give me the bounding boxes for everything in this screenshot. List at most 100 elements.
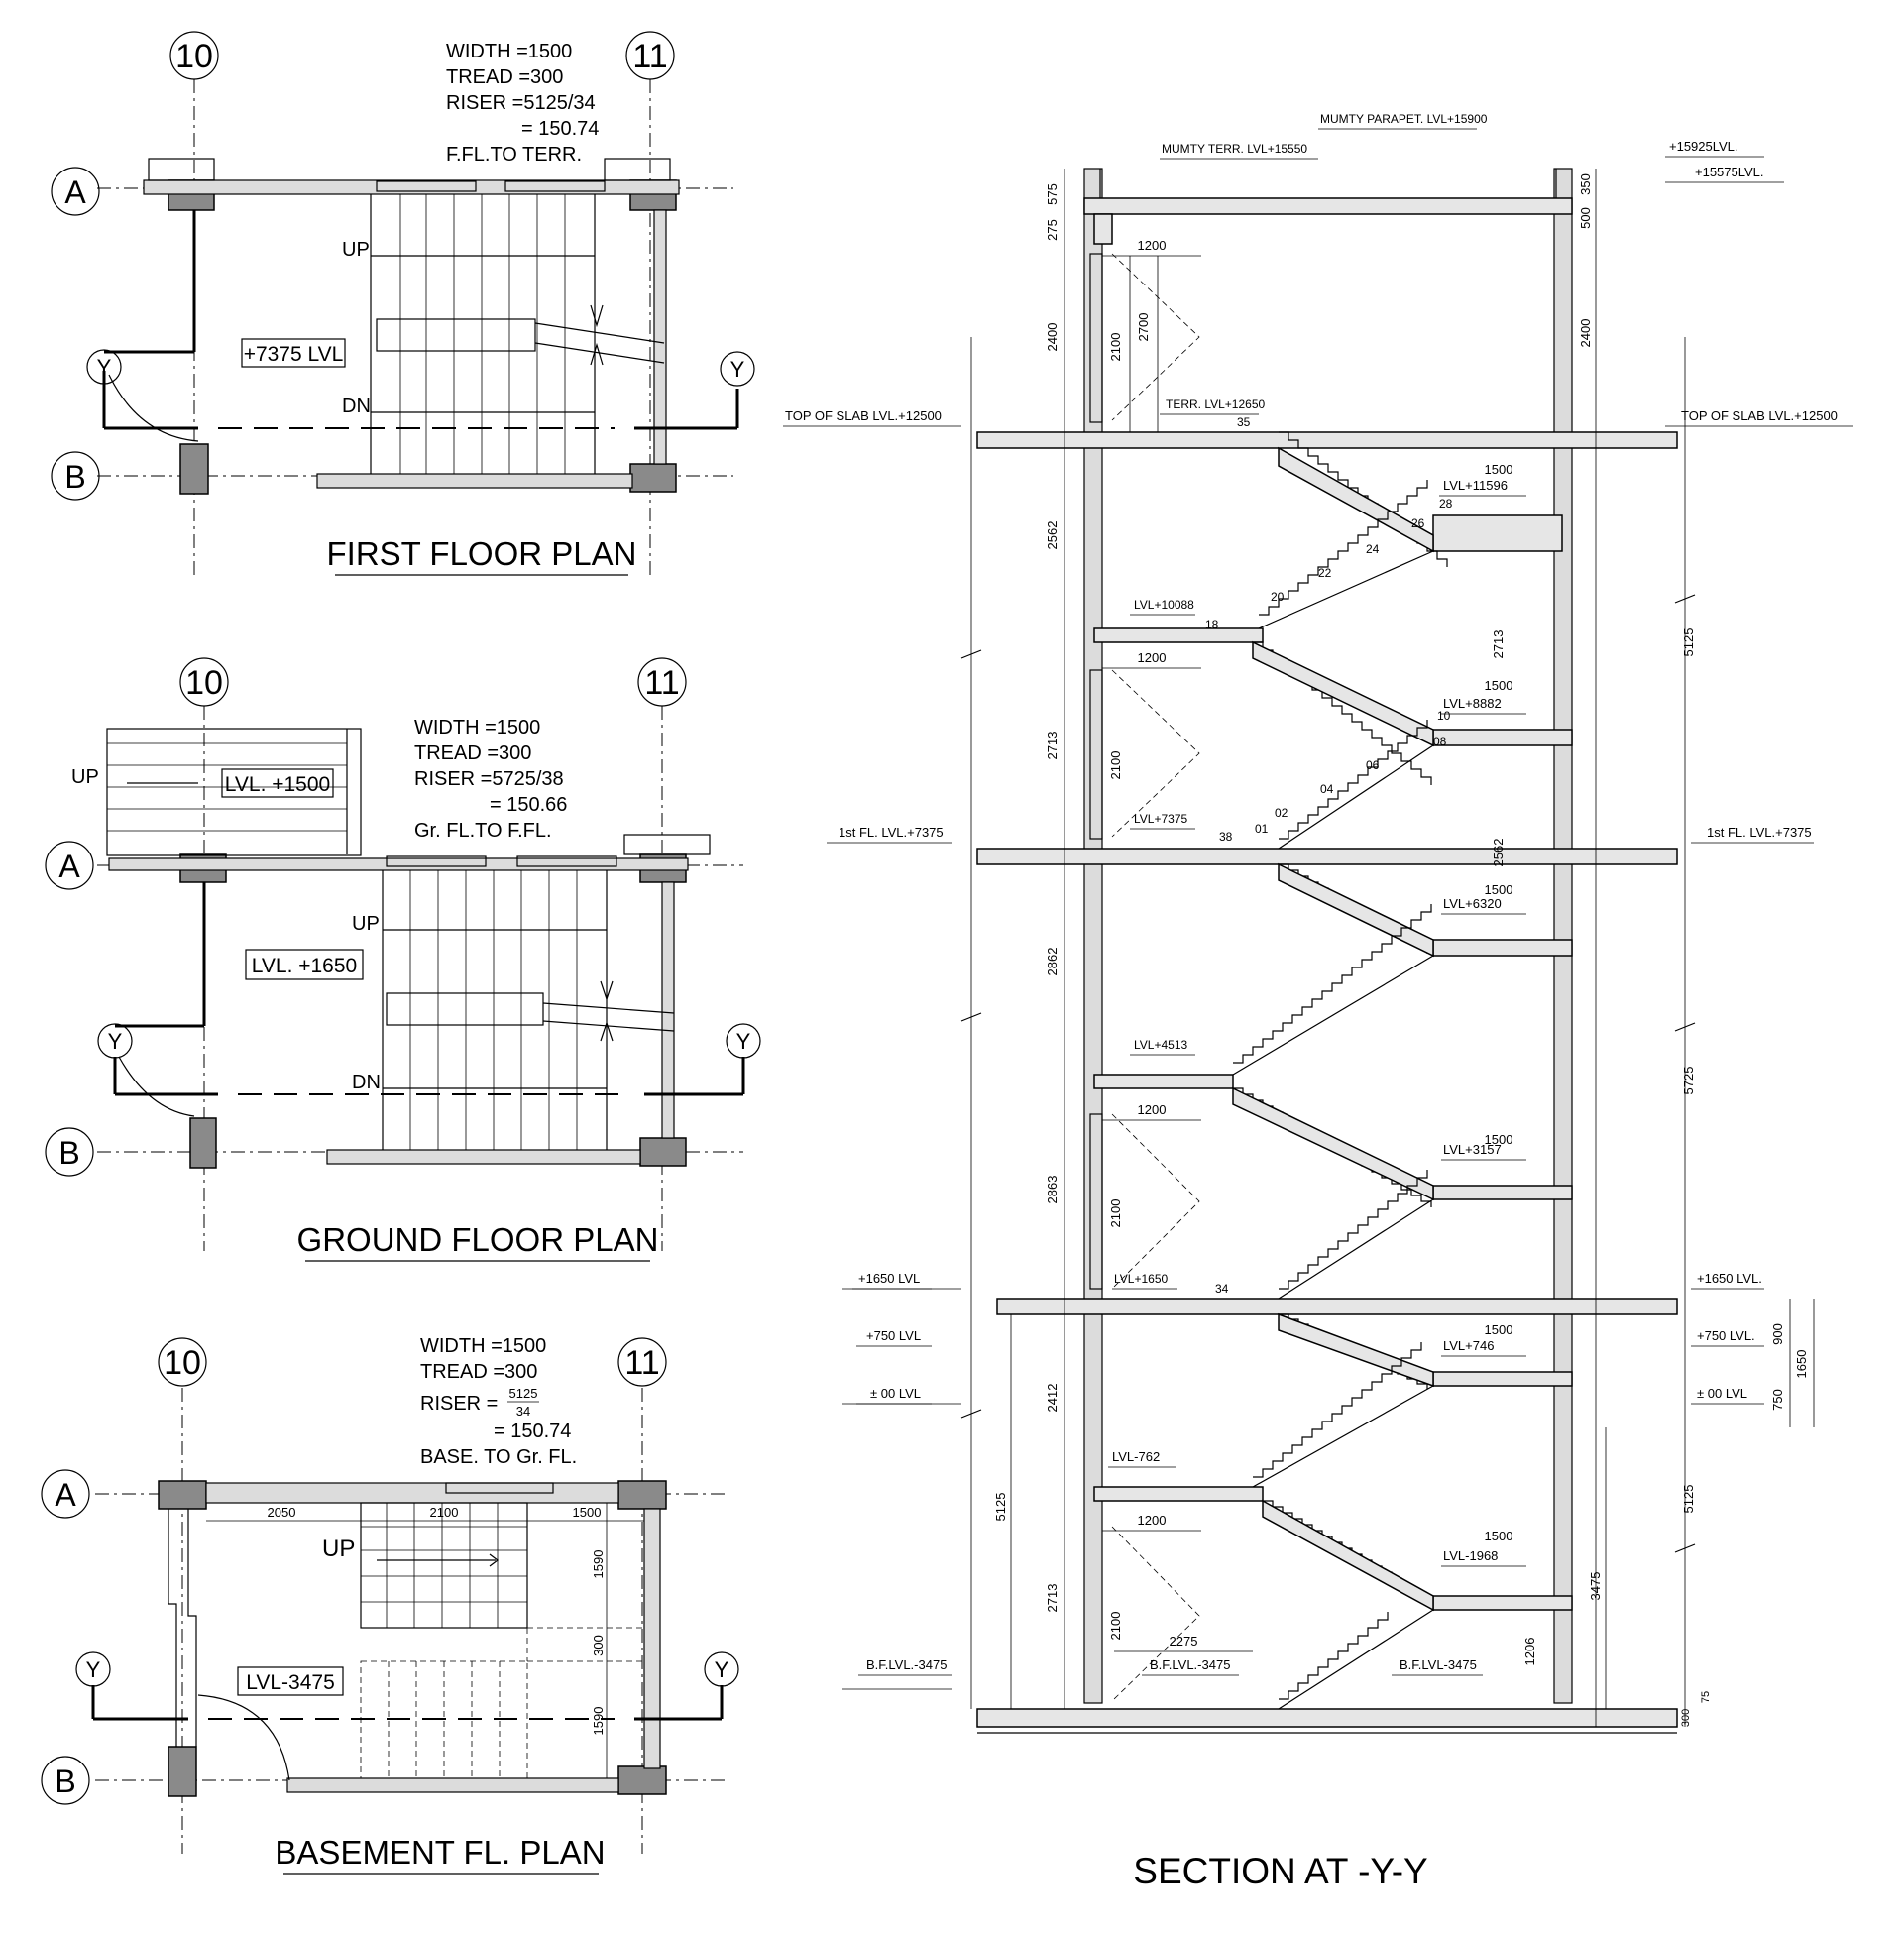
level-7375: LVL+7375 bbox=[1134, 812, 1187, 826]
note-width: WIDTH =1500 bbox=[446, 41, 572, 62]
dim-text: 1590 bbox=[591, 1550, 606, 1579]
floor-slab bbox=[976, 848, 1678, 865]
dim-inner: 2100 bbox=[1108, 333, 1123, 362]
dim-left: 2713 bbox=[1045, 1584, 1060, 1613]
dim-right: 5125 bbox=[1681, 628, 1696, 657]
column bbox=[617, 1765, 667, 1795]
dim-window: 1200 bbox=[1138, 1102, 1167, 1117]
dim-text: 2100 bbox=[430, 1505, 459, 1520]
dim-landing: 1500 bbox=[1485, 678, 1513, 693]
level-3157: LVL+3157 bbox=[1443, 1142, 1502, 1157]
section-title: SECTION AT -Y-Y bbox=[1133, 1851, 1427, 1891]
dim-left: 2412 bbox=[1045, 1384, 1060, 1413]
section-line-y bbox=[113, 1057, 745, 1096]
floor-slab bbox=[996, 1298, 1678, 1315]
stair-up-label: UP bbox=[352, 913, 380, 935]
section-marker-label: Y bbox=[97, 355, 112, 380]
level-mumty-terr: MUMTY TERR. LVL+15550 bbox=[1162, 142, 1307, 156]
step-number: 34 bbox=[1215, 1282, 1229, 1296]
landing bbox=[1093, 1074, 1234, 1089]
step-number: 35 bbox=[1237, 415, 1251, 429]
step-number: 10 bbox=[1437, 709, 1451, 723]
note-riser: RISER =5725/38 bbox=[414, 768, 564, 790]
dim-window: 1200 bbox=[1138, 238, 1167, 253]
wall-b bbox=[326, 1149, 641, 1165]
level-750-right: +750 LVL. bbox=[1697, 1328, 1755, 1343]
note-riser-den: 34 bbox=[516, 1404, 530, 1419]
grid-label-b: B bbox=[58, 1135, 79, 1171]
window bbox=[445, 1482, 554, 1494]
column bbox=[639, 1137, 687, 1167]
dim-left: 2562 bbox=[1045, 521, 1060, 550]
note-riser-value: = 150.66 bbox=[490, 794, 567, 816]
level-m762: LVL-762 bbox=[1112, 1449, 1160, 1464]
level-terr: TERR. LVL+12650 bbox=[1166, 398, 1265, 411]
first-floor-plan: 10 11 A B bbox=[51, 31, 755, 576]
landing bbox=[1432, 1371, 1573, 1387]
section-marker bbox=[75, 1651, 111, 1687]
step-number: 26 bbox=[1411, 516, 1425, 530]
note-riser-value: = 150.74 bbox=[494, 1421, 571, 1442]
column bbox=[158, 1480, 207, 1510]
level-label: LVL. +1650 bbox=[252, 955, 357, 977]
level-mumty-parapet: MUMTY PARAPET. LVL+15900 bbox=[1320, 112, 1488, 126]
grid-bubble-11 bbox=[617, 1337, 667, 1387]
grid-bubble-10 bbox=[158, 1337, 207, 1387]
door-swing bbox=[118, 1056, 195, 1117]
note-riser: RISER = bbox=[420, 1393, 498, 1415]
level-bf-left: B.F.LVL.-3475 bbox=[866, 1657, 947, 1672]
note-range: BASE. TO Gr. FL. bbox=[420, 1446, 577, 1468]
section-marker-label: Y bbox=[715, 1657, 729, 1682]
level-00-left: ± 00 LVL bbox=[870, 1386, 921, 1401]
level-top-label: LVL. +1500 bbox=[225, 773, 330, 796]
column bbox=[168, 1746, 197, 1797]
wall bbox=[653, 209, 667, 465]
landing bbox=[1432, 514, 1563, 552]
dim-inner: 2100 bbox=[1108, 1612, 1123, 1641]
dim-inner: 2100 bbox=[1108, 751, 1123, 780]
dim-text: 1590 bbox=[591, 1707, 606, 1736]
grid-label-11: 11 bbox=[644, 664, 679, 702]
outer-stair bbox=[106, 728, 362, 856]
dim-left: 575 bbox=[1045, 183, 1060, 205]
stair-ground bbox=[382, 870, 675, 1150]
section-marker-label: Y bbox=[108, 1029, 123, 1054]
stair-up-label: UP bbox=[322, 1536, 355, 1562]
level-box bbox=[237, 1666, 344, 1696]
column bbox=[189, 1117, 217, 1169]
landing bbox=[1432, 729, 1573, 746]
step-number: 22 bbox=[1318, 566, 1332, 580]
stair-flights bbox=[1232, 431, 1448, 1710]
dim-right: 1206 bbox=[1522, 1638, 1537, 1666]
beam bbox=[1093, 213, 1113, 245]
level-top-slab-left: TOP OF SLAB LVL.+12500 bbox=[785, 408, 942, 423]
grid-label-b: B bbox=[55, 1763, 75, 1799]
section-line-y bbox=[91, 1685, 724, 1721]
section-y-y: 1200 1200 1200 1200 2100 2700 2100 2100 … bbox=[783, 112, 1853, 1891]
note-riser: RISER =5125/34 bbox=[446, 92, 596, 114]
grid-bubble-11 bbox=[625, 31, 675, 80]
level-box bbox=[221, 768, 334, 798]
wall-b bbox=[316, 473, 633, 489]
level-15925: +15925LVL. bbox=[1669, 139, 1738, 154]
grid-label-a: A bbox=[58, 849, 80, 884]
level-label: LVL-3475 bbox=[246, 1671, 335, 1694]
section-marker bbox=[704, 1651, 739, 1687]
dim-inner: 2700 bbox=[1136, 313, 1151, 342]
grid-bubble-11 bbox=[637, 657, 687, 707]
note-tread: TREAD =300 bbox=[446, 66, 563, 88]
grid-bubble-b bbox=[45, 1127, 94, 1177]
landing bbox=[1093, 627, 1264, 643]
dim-2275: 2275 bbox=[1170, 1634, 1198, 1649]
level-10088: LVL+10088 bbox=[1134, 598, 1194, 612]
dim-right: 2713 bbox=[1491, 630, 1506, 659]
grid-label-a: A bbox=[55, 1477, 76, 1513]
step-number: 01 bbox=[1255, 822, 1269, 836]
dim-left: 275 bbox=[1045, 219, 1060, 241]
wall-right bbox=[1553, 168, 1573, 1704]
parapet bbox=[148, 158, 215, 181]
note-range: Gr. FL.TO F.FL. bbox=[414, 820, 552, 842]
level-1650-left: +1650 LVL bbox=[858, 1271, 920, 1286]
section-marker-label: Y bbox=[730, 357, 745, 382]
level-box bbox=[241, 338, 346, 368]
